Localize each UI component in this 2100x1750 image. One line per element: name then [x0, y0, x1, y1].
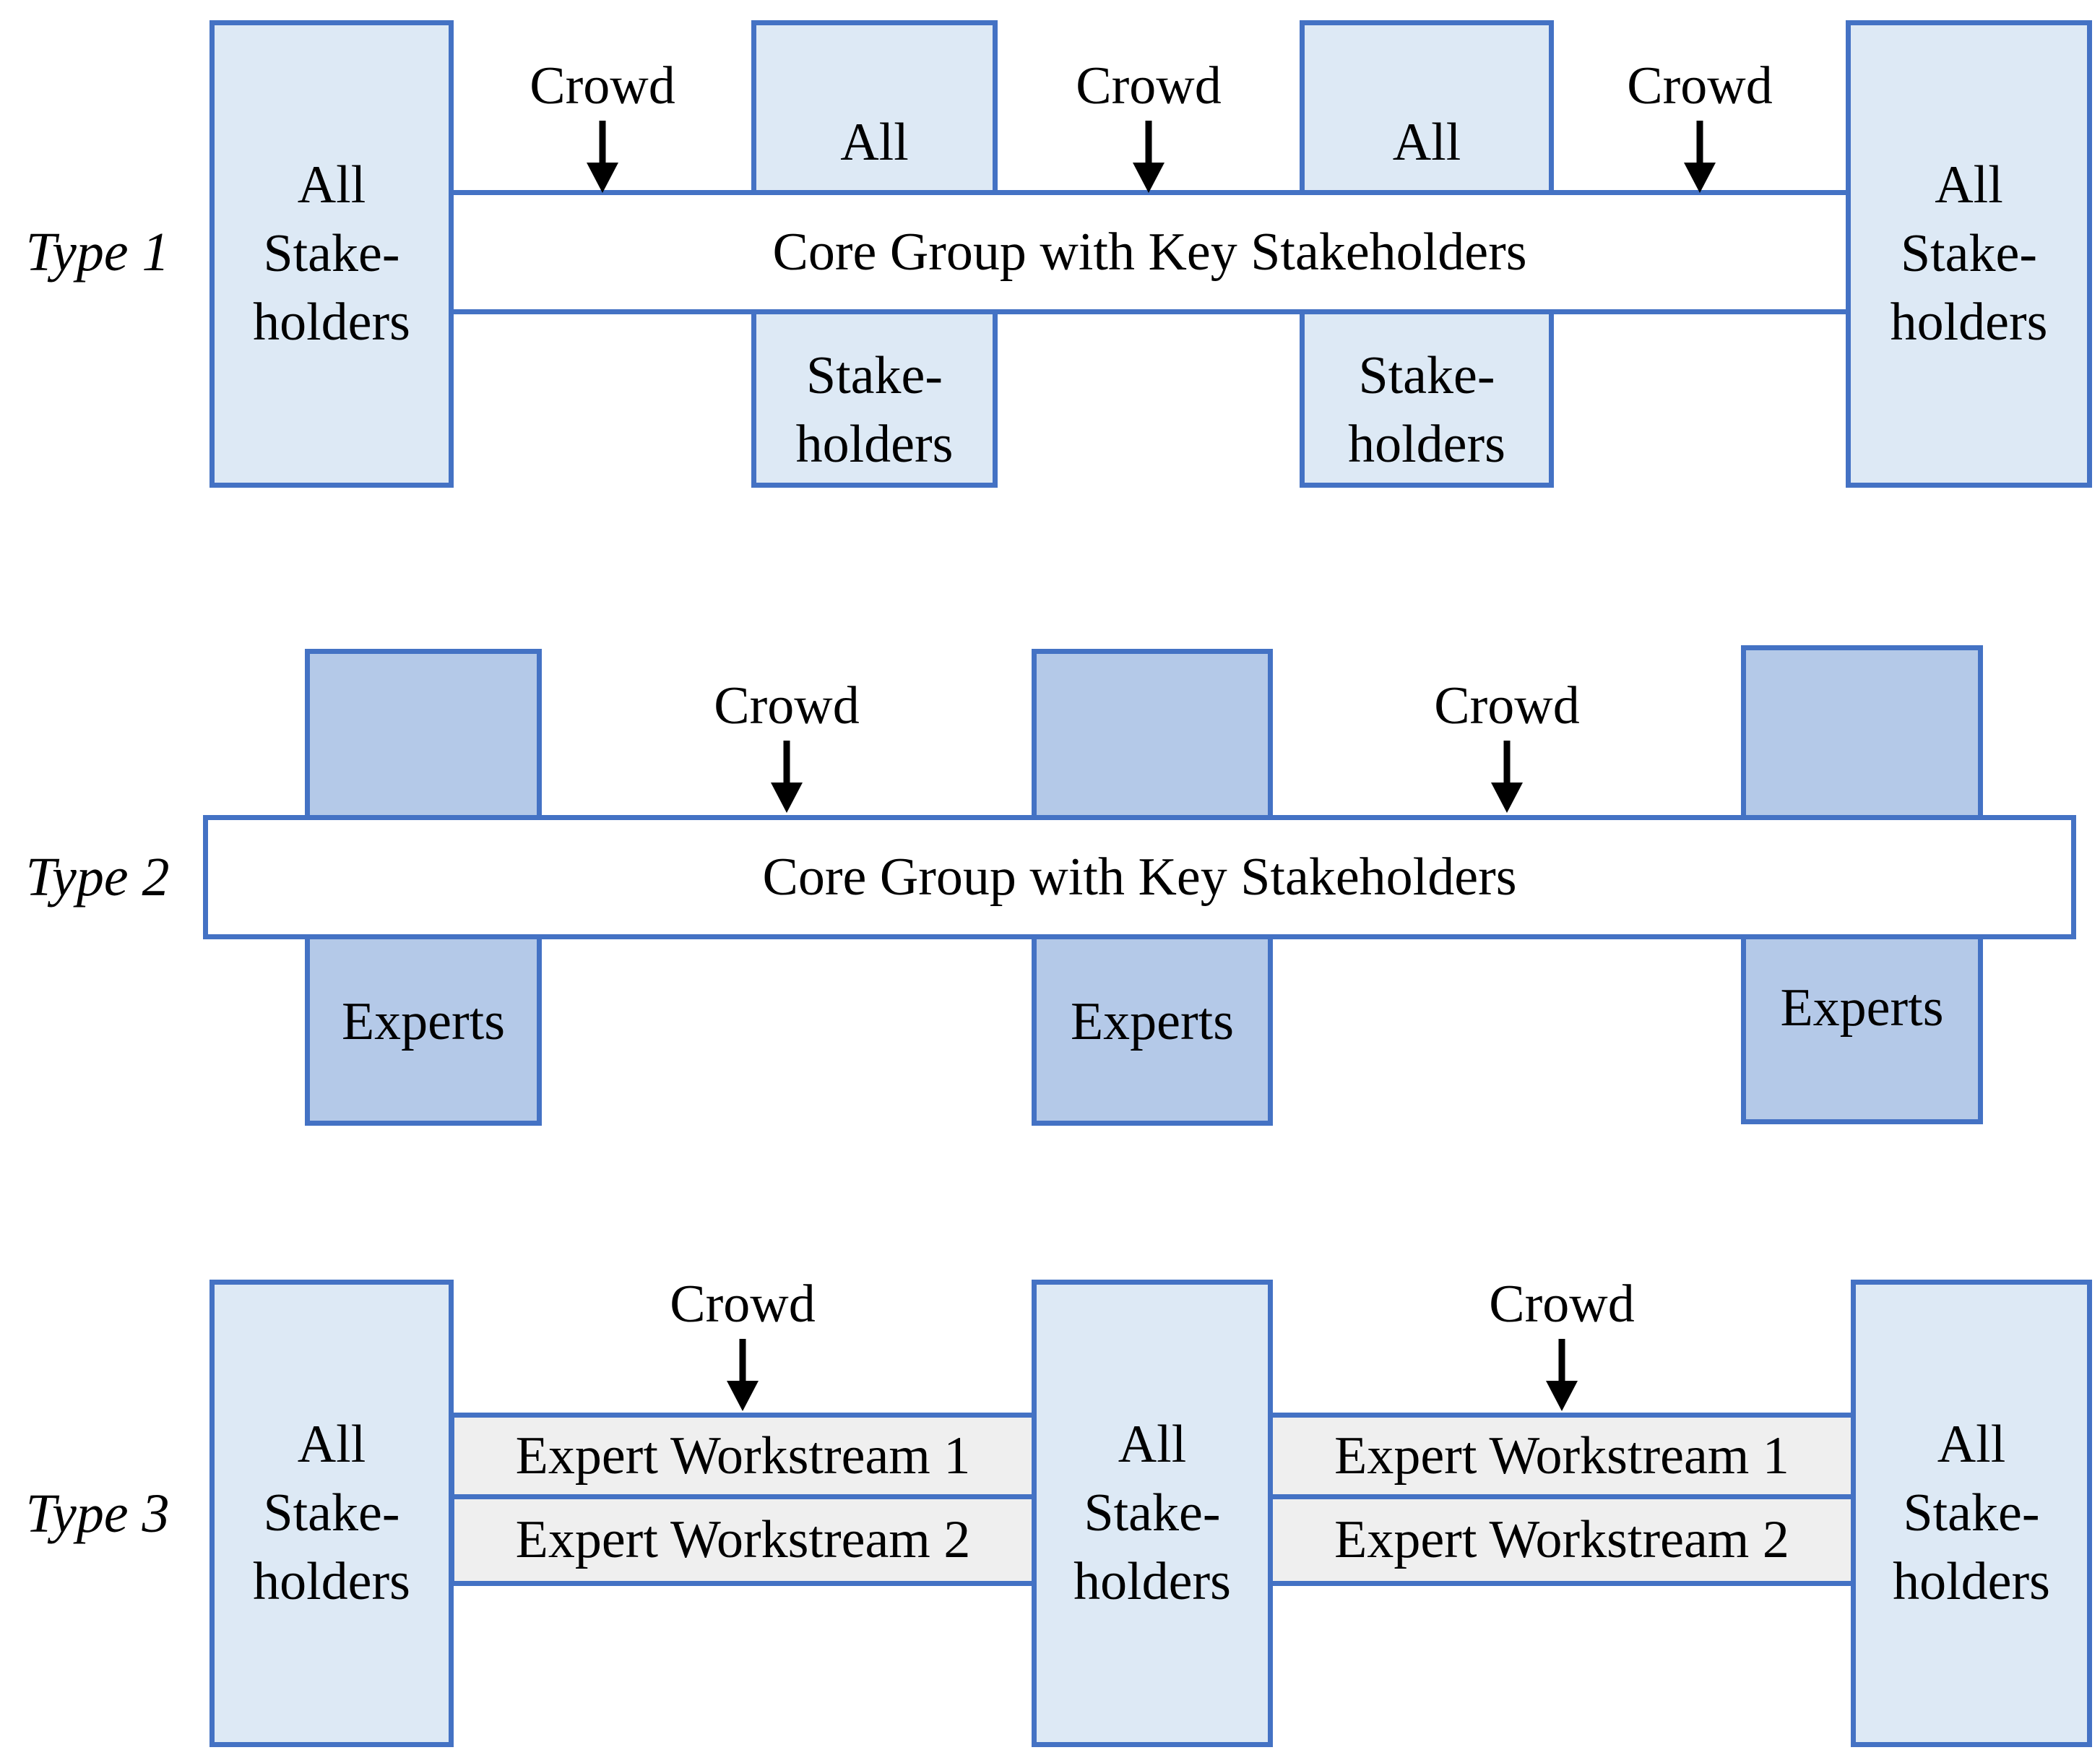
box-text-line: holders	[1893, 1552, 2050, 1611]
box-text: All Stake- holders	[1851, 25, 2087, 483]
box-text: All Stake- holders	[1037, 1285, 1268, 1742]
type1-label: Type 1	[25, 222, 170, 283]
workstream-label: Expert Workstream 2	[515, 1510, 971, 1569]
type2-crowd-1: Crowd	[693, 672, 881, 813]
crowd-label: Crowd	[1076, 56, 1222, 116]
down-arrow-icon	[1133, 121, 1164, 193]
core-group-bar-label: Core Group with Key Stakeholders	[762, 847, 1517, 907]
down-arrow-icon	[771, 741, 803, 813]
type3-box-all-stakeholders-mid: All Stake- holders	[1032, 1280, 1273, 1747]
box-text: All Stake- holders	[215, 25, 449, 483]
box-text-line: Stake-	[805, 346, 943, 405]
type1-core-group-bar: Core Group with Key Stakeholders	[454, 190, 1846, 314]
type1-box-all-stakeholders-left: All Stake- holders	[209, 20, 454, 488]
box-text-line: All	[297, 155, 366, 215]
down-arrow-icon	[727, 1339, 759, 1411]
type2-crowd-2: Crowd	[1413, 672, 1601, 813]
type2-label: Type 2	[25, 847, 170, 908]
box-text-line: All	[1392, 113, 1461, 172]
box-text-line: holders	[253, 1552, 410, 1611]
box-text-line: All	[297, 1415, 366, 1474]
type3-workstream2-right: Expert Workstream 2	[1268, 1494, 1856, 1586]
box-text-line: holders	[1890, 293, 2048, 352]
crowd-label: Crowd	[714, 676, 860, 736]
type3-crowd-1: Crowd	[649, 1270, 837, 1411]
box-text-line: Experts	[341, 992, 506, 1051]
down-arrow-icon	[1684, 121, 1716, 193]
down-arrow-icon	[1546, 1339, 1578, 1411]
type3-workstream2-left: Expert Workstream 2	[449, 1494, 1037, 1586]
box-text-line: All	[1937, 1415, 2006, 1474]
box-text-line: holders	[253, 293, 410, 352]
core-group-bar-label: Core Group with Key Stakeholders	[772, 222, 1527, 282]
box-text-line: Stake-	[263, 224, 400, 283]
crowd-label: Crowd	[670, 1275, 816, 1334]
type1-crowd-1: Crowd	[509, 52, 696, 193]
box-text-line: All	[840, 113, 909, 172]
crowd-label: Crowd	[1489, 1275, 1635, 1334]
type1-crowd-2: Crowd	[1055, 52, 1243, 193]
box-text: All Stake- holders	[215, 1285, 449, 1742]
box-text-line: Stake-	[1903, 1483, 2040, 1543]
box-text: Stake- holders	[1305, 342, 1549, 479]
down-arrow-icon	[587, 121, 618, 193]
box-text-line: holders	[1348, 415, 1505, 474]
box-text-line: Stake-	[1900, 224, 2038, 283]
crowd-label: Crowd	[1627, 56, 1773, 116]
box-text-line: Experts	[1070, 992, 1235, 1051]
workstream-label: Expert Workstream 1	[1334, 1426, 1789, 1486]
box-text-line: All	[1118, 1415, 1187, 1474]
crowd-label: Crowd	[1434, 676, 1580, 736]
down-arrow-icon	[1491, 741, 1523, 813]
workstream-label: Expert Workstream 2	[1334, 1510, 1789, 1569]
type2-core-group-bar: Core Group with Key Stakeholders	[203, 815, 2076, 939]
box-text-line: Stake-	[1358, 346, 1495, 405]
type1-box-all-stakeholders-right: All Stake- holders	[1846, 20, 2092, 488]
box-text: All Stake- holders	[1856, 1285, 2087, 1742]
type3-box-all-stakeholders-left: All Stake- holders	[209, 1280, 454, 1747]
box-text-line: Stake-	[1084, 1483, 1221, 1543]
box-text-line: All	[1935, 155, 2003, 215]
box-text-line: holders	[1073, 1552, 1231, 1611]
type1-crowd-3: Crowd	[1606, 52, 1794, 193]
crowd-label: Crowd	[530, 56, 675, 116]
box-text-line: Experts	[1780, 978, 1944, 1038]
workstream-label: Expert Workstream 1	[515, 1426, 971, 1486]
type3-workstream1-right: Expert Workstream 1	[1268, 1413, 1856, 1499]
type3-label: Type 3	[25, 1483, 170, 1544]
type3-box-all-stakeholders-right: All Stake- holders	[1851, 1280, 2092, 1747]
type3-crowd-2: Crowd	[1468, 1270, 1656, 1411]
type3-workstream1-left: Expert Workstream 1	[449, 1413, 1037, 1499]
box-text: Stake- holders	[756, 342, 993, 479]
box-text-line: holders	[795, 415, 954, 474]
box-text-line: Stake-	[263, 1483, 400, 1543]
